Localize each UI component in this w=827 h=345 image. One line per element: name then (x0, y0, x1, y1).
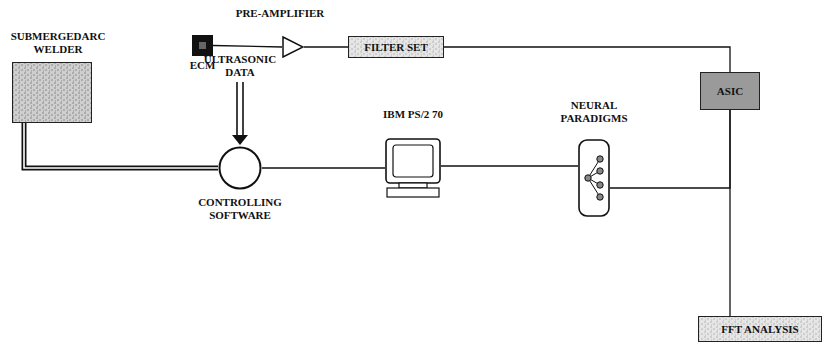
box-label: ASIC (713, 85, 747, 98)
connector-line (304, 46, 348, 47)
box-detail (199, 42, 206, 49)
asic-box: ASIC (700, 72, 760, 110)
amp-outline (282, 36, 304, 58)
node-heading: PRE-AMPLIFIER (200, 7, 360, 20)
connector (304, 47, 348, 48)
box-label: FFT ANALYSIS (717, 323, 802, 336)
box-fill (349, 37, 444, 58)
connector-line (262, 167, 385, 168)
arrow-line (242, 82, 244, 136)
ecm-outline (192, 35, 213, 56)
circle-outline (218, 146, 262, 190)
monitor-outline (385, 138, 441, 198)
arrow-line (236, 82, 238, 136)
filter-box: FILTER SET (348, 36, 444, 58)
connector (610, 110, 730, 188)
welder-outline (12, 62, 92, 123)
fft-box: FFT ANALYSIS (698, 316, 822, 342)
box-fill (701, 73, 760, 110)
node-heading: SUBMERGEDARC WELDER (2, 30, 114, 56)
connector (262, 168, 385, 169)
connector-line (729, 110, 730, 316)
computer-monitor: IBM PS/2 70 (385, 138, 441, 198)
node-heading: CONTROLLING SOFTWARE (170, 196, 310, 222)
box-fill (13, 63, 92, 123)
microphone-symbol: ECM (192, 35, 213, 56)
triangle-shape (283, 37, 303, 57)
box-label: FILTER SET (360, 41, 432, 54)
box-fill (192, 35, 213, 56)
connector (213, 46, 282, 48)
box-fill (699, 317, 822, 342)
connector (24, 123, 218, 168)
double-line-outer (24, 123, 218, 168)
connector (441, 166, 578, 167)
connector (444, 47, 730, 72)
connector-line (444, 47, 730, 72)
monitor-case (386, 139, 440, 183)
double-line-inner (24, 123, 218, 168)
connector-line (213, 46, 282, 48)
neural-outline (578, 139, 610, 217)
monitor-screen (393, 145, 433, 177)
software-circle: CONTROLLING SOFTWARE (218, 146, 262, 190)
connector (730, 110, 731, 316)
amplifier-triangle: PRE-AMPLIFIER (282, 36, 304, 58)
monitor-neck (399, 183, 427, 188)
network-neuron (585, 175, 591, 181)
network-neuron (597, 182, 603, 188)
node-heading: IBM PS/2 70 (360, 108, 466, 121)
connector-line (610, 110, 730, 188)
connector-line (441, 165, 578, 166)
neural-network-box: NEURAL PARADIGMS (578, 139, 610, 217)
network-neuron (597, 156, 603, 162)
welder-box: SUBMERGEDARC WELDER (12, 62, 92, 123)
arrow-head (232, 135, 248, 145)
box-outline (579, 140, 609, 216)
node-heading: NEURAL PARADIGMS (538, 99, 650, 125)
network-neuron (597, 194, 603, 200)
monitor-base (387, 188, 439, 197)
input-label: ULTRASONIC DATA (200, 53, 280, 79)
network-neuron (597, 168, 603, 174)
circle-shape (220, 148, 261, 189)
